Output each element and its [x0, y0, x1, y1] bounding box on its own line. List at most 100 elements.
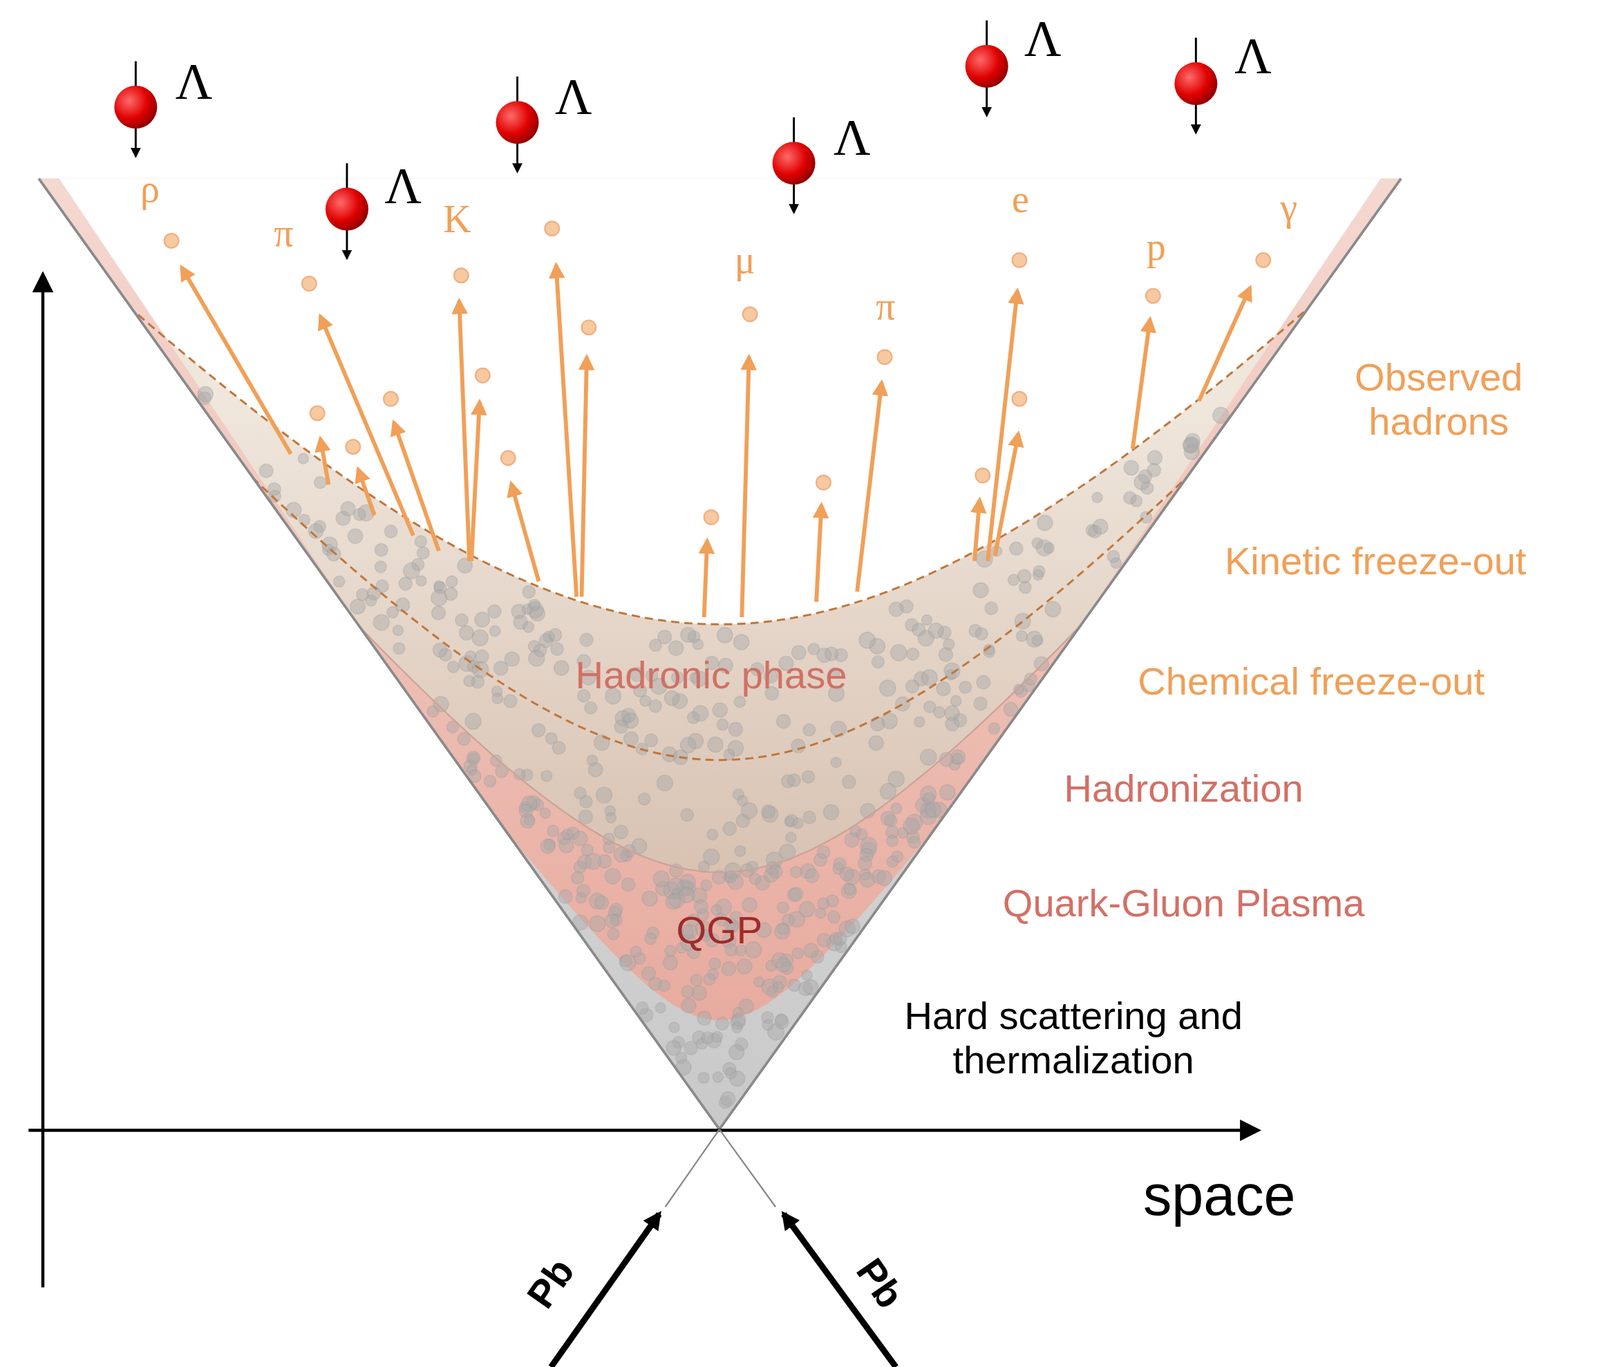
particle-dot	[465, 713, 482, 730]
particle-dot	[881, 811, 896, 826]
particle-dot	[959, 681, 972, 694]
particle-dot	[914, 716, 925, 728]
particle-dot	[353, 508, 366, 522]
particle-dot	[554, 660, 569, 676]
particle-dot	[721, 962, 736, 976]
particle-dot	[792, 948, 804, 960]
particle-dot	[347, 528, 363, 544]
particle-dot	[697, 1011, 712, 1025]
particle-dot	[717, 627, 733, 643]
particle-dot	[1009, 541, 1023, 555]
particle-dot	[1138, 469, 1152, 484]
particle-dot	[785, 832, 797, 843]
particle-dot	[416, 575, 427, 587]
region-label: QGP	[676, 908, 764, 954]
particle-dot	[550, 642, 564, 656]
particle-dot	[890, 803, 902, 815]
particle-dot	[733, 695, 746, 708]
hadron-track	[704, 540, 708, 618]
particle-dot	[841, 883, 858, 899]
lambda-label: Λ	[554, 67, 593, 127]
particle-dot	[1088, 525, 1101, 538]
particle-dot	[1092, 492, 1103, 503]
particle-dot	[350, 599, 366, 615]
kinetic-freezeout-curve	[0, 37, 1600, 625]
particle-dot	[945, 717, 960, 732]
particle-dot	[681, 998, 696, 1014]
particle-dot	[803, 810, 817, 824]
stage-label: Observed hadrons	[1306, 355, 1572, 445]
particle-dot	[1034, 656, 1050, 672]
particle-dot	[823, 804, 839, 820]
particle-dot	[936, 682, 951, 696]
hadron-track	[181, 267, 291, 455]
hadron-track	[1132, 319, 1151, 449]
particle-dot	[648, 700, 662, 713]
particle-dot	[722, 821, 737, 835]
particle-dot	[679, 887, 695, 903]
particle-dot	[692, 639, 703, 650]
hadron-dot	[581, 320, 597, 336]
particle-dot	[906, 648, 920, 661]
particle-dot	[709, 957, 721, 970]
hadron-dot	[1012, 391, 1028, 407]
particle-dot	[447, 661, 460, 674]
hadron-dot	[501, 450, 516, 466]
particle-dot	[589, 915, 606, 932]
particle-dot	[905, 680, 919, 694]
particle-dot	[1007, 574, 1019, 586]
particle-dot	[466, 751, 480, 765]
particle-dot	[655, 1002, 666, 1014]
particle-label: K	[443, 196, 472, 242]
particle-dot	[457, 732, 471, 746]
particle-dot	[403, 562, 420, 579]
light-cone	[38, 178, 1401, 1130]
particle-dot	[547, 825, 560, 837]
particle-dot	[908, 836, 921, 849]
particle-dot	[432, 642, 447, 657]
particle-dot	[414, 535, 427, 548]
particle-dot	[586, 754, 598, 766]
particle-dot	[1147, 450, 1163, 466]
particle-dot	[716, 718, 729, 731]
particle-dot	[1037, 515, 1053, 531]
hadron-dot	[544, 221, 560, 236]
particle-dot	[842, 775, 856, 789]
beam-line	[665, 1129, 720, 1207]
particle-dot	[973, 582, 989, 598]
particle-dot	[504, 651, 520, 667]
particle-dot	[805, 868, 820, 883]
particle-dot	[736, 958, 752, 974]
particle-dot	[988, 722, 1000, 734]
hadron-track	[556, 265, 578, 598]
hadron-dot	[877, 349, 893, 365]
particle-dot	[644, 733, 658, 748]
particle-dot	[776, 957, 791, 973]
stage-label: Hadronization	[1064, 766, 1304, 812]
particle-dot	[522, 585, 535, 598]
particle-dot	[463, 675, 475, 687]
particle-dot	[725, 870, 737, 883]
particle-dot	[657, 775, 674, 792]
particle-dot	[777, 901, 789, 914]
particle-dot	[789, 887, 804, 902]
particle-dot	[886, 855, 898, 867]
particle-dot	[976, 675, 991, 690]
particle-dot	[798, 982, 813, 996]
particle-dot	[803, 943, 819, 958]
lambda-hyperon	[496, 76, 540, 172]
particle-dot	[1045, 601, 1061, 617]
particle-dot	[572, 831, 588, 846]
particle-dot	[665, 894, 681, 909]
particle-dot	[642, 890, 658, 907]
particle-dot	[843, 883, 856, 896]
particle-dot	[579, 633, 594, 647]
hadron-dot	[454, 268, 469, 283]
hadron-dot	[742, 306, 758, 322]
hadron-track	[1199, 287, 1251, 401]
particle-dot	[606, 812, 617, 824]
particle-dot	[776, 714, 791, 729]
hadron-dot	[302, 276, 317, 291]
particle-dot	[455, 613, 469, 627]
particle-dot	[975, 627, 988, 640]
